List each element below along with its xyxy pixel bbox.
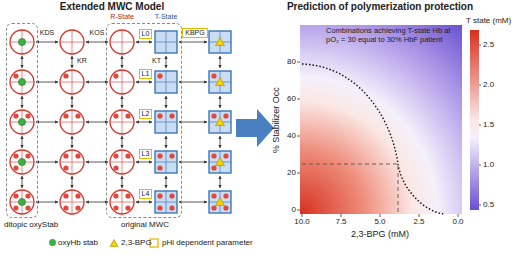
guide-lines: [302, 164, 398, 214]
tick-label: 2.5: [483, 40, 494, 49]
rate-constant: KT: [152, 57, 161, 65]
tick-label: 2.5: [413, 217, 424, 226]
parameter-box: L2: [139, 109, 153, 119]
rate-constant: KOS: [90, 29, 105, 37]
colorbar-title: T state (mM): [466, 16, 511, 25]
parameter-label: L4: [142, 190, 150, 198]
panel-title: Extended MWC Model: [60, 1, 164, 13]
heatmap: [300, 25, 462, 214]
equilibrium-arrows: [22, 42, 220, 202]
parameter-label: KBPG: [185, 29, 204, 37]
tick-label: 10.0: [294, 217, 310, 226]
rate-constant: KR: [77, 57, 87, 65]
colorbar: [470, 30, 479, 210]
group-label: ditopic oxyStab: [4, 220, 58, 229]
tick-label: 0: [292, 205, 296, 214]
state-grid: [10, 30, 231, 214]
tick-label: 80: [287, 57, 296, 66]
tick-label: 1.5: [483, 120, 494, 129]
tick-label: 0.5: [483, 200, 494, 209]
tick-label: 0.0: [452, 217, 463, 226]
iso-curve: [302, 64, 444, 214]
parameter-label: L0: [142, 30, 150, 38]
tick-label: 20: [287, 168, 296, 177]
state-label: R-State: [110, 13, 134, 21]
group-label: original MWC: [121, 220, 169, 229]
tick-label: 7.5: [335, 217, 346, 226]
panel-title: Prediction of polymerization protection: [287, 1, 473, 13]
parameter-label: L1: [142, 70, 150, 78]
parameter-box: L1: [139, 69, 153, 79]
tick-label: 60: [287, 94, 296, 103]
axis-ticks: [297, 45, 481, 217]
tick-label: 1.0: [483, 160, 494, 169]
legend-label: 2,3-BPG: [121, 238, 152, 247]
flow-arrow: [236, 109, 274, 147]
legend-label: oxyHb stab: [58, 238, 98, 247]
tick-label: 2.0: [483, 80, 494, 89]
axis-title: % Stabilizer Occ: [271, 87, 281, 153]
group-box: original MWCL0L1L2L3L4: [106, 23, 182, 218]
group-box: ditopic oxyStab: [6, 23, 38, 218]
parameter-box: L0: [139, 29, 153, 39]
axis-title: 2,3-BPG (mM): [351, 229, 409, 239]
parameter-box: L3: [139, 149, 153, 159]
parameter-label: L3: [142, 150, 150, 158]
rate-constant: KDS: [40, 29, 54, 37]
legend-swatch: [49, 239, 56, 246]
annotation: Combinations achieving T-state Hb at pO₂…: [326, 27, 454, 44]
parameter-box: L4: [139, 189, 153, 199]
legend-label: pHi dependent parameter: [162, 238, 253, 247]
tick-label: 40: [287, 131, 296, 140]
tick-label: 5.0: [374, 217, 385, 226]
legend-triangle: [110, 240, 118, 247]
state-label: T-State: [155, 13, 178, 21]
parameter-label: L2: [142, 110, 150, 118]
parameter-box: KBPG: [182, 28, 207, 38]
